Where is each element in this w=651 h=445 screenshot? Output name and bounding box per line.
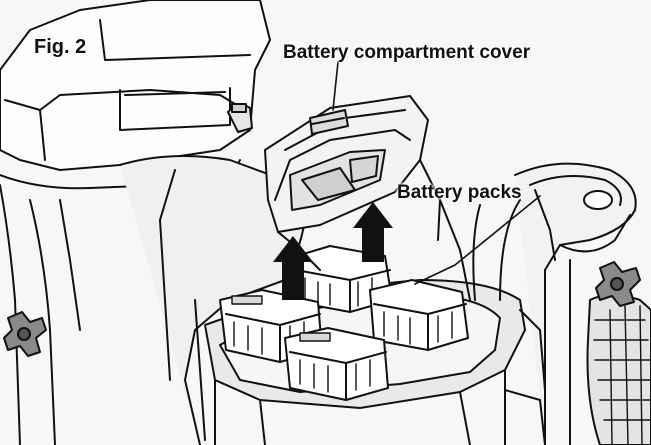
right-grip <box>586 294 651 445</box>
leader-lines <box>332 61 541 285</box>
figure-number: Fig. 2 <box>34 36 87 58</box>
callout-battery-packs: Battery packs <box>397 182 522 203</box>
left-knob <box>3 311 47 357</box>
right-lower-frame <box>504 309 546 445</box>
right-knob <box>595 261 641 307</box>
compartment-cover <box>264 95 441 271</box>
battery-pack-front-right <box>284 327 389 401</box>
lift-arrow-right <box>353 202 393 262</box>
lift-arrow-left <box>273 236 313 300</box>
callout-battery-compartment-cover: Battery compartment cover <box>283 42 531 63</box>
upper-housing <box>0 0 271 190</box>
right-handle-frame <box>439 162 637 445</box>
packs-leader-line <box>414 195 541 285</box>
cover-leader-line <box>332 61 339 111</box>
